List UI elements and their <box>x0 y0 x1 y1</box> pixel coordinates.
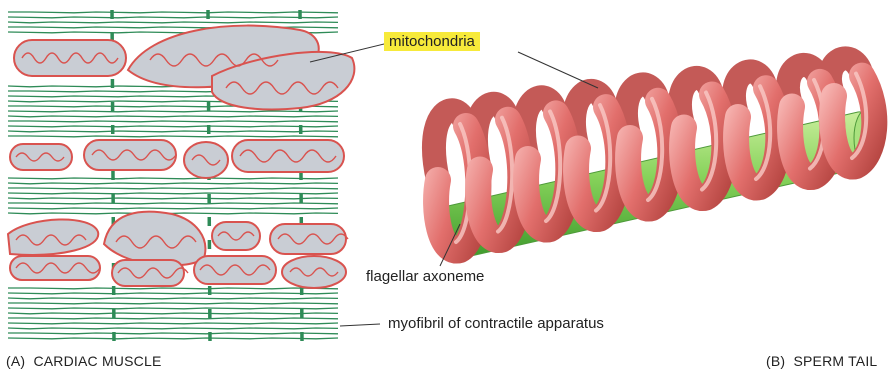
cardiac-mitochondrion <box>10 144 72 170</box>
myofibril-line <box>8 333 338 334</box>
myofibril-line <box>8 318 338 319</box>
panel-b-caption: (B) SPERM TAIL <box>766 353 877 369</box>
myofibril-line <box>8 116 338 117</box>
panel-b-letter: (B) <box>766 353 785 369</box>
panel-b-title: SPERM TAIL <box>793 353 877 369</box>
myofibril-line <box>8 298 338 299</box>
sperm-tail <box>434 58 879 258</box>
myofibril-line <box>8 17 338 18</box>
myofibril-line <box>8 208 338 209</box>
myofibril-line <box>8 136 338 137</box>
myofibril-line <box>8 308 338 309</box>
cardiac-mitochondrion <box>194 256 276 284</box>
panel-a-letter: (A) <box>6 353 25 369</box>
myofibril-line <box>8 338 338 339</box>
myofibril-line <box>8 323 338 324</box>
myofibril-line <box>8 328 338 329</box>
myofibril-line <box>8 288 338 289</box>
myofibril-line <box>8 22 338 23</box>
myofibril-line <box>8 203 338 204</box>
cardiac-mitochondrion <box>212 222 260 250</box>
cardiac-mitochondrion <box>8 219 98 254</box>
myofibril-line <box>8 126 338 127</box>
myofibril-line <box>8 313 338 314</box>
cardiac-mitochondria <box>8 26 354 288</box>
mitochondria-label: mitochondria <box>384 33 480 50</box>
panel-a-caption: (A) CARDIAC MUSCLE <box>6 353 162 369</box>
myofibril-line <box>8 12 338 13</box>
pointer-mito-b <box>518 52 598 88</box>
myofibril-line <box>8 178 338 179</box>
myofibril-line <box>8 188 338 189</box>
flagellar-axoneme-label: flagellar axoneme <box>366 268 484 285</box>
myofibril-line <box>8 121 338 122</box>
myofibril-line <box>8 303 338 304</box>
myofibril-line <box>8 293 338 294</box>
myofibril-line <box>8 111 338 112</box>
myofibril-line <box>8 193 338 194</box>
myofibril-line <box>8 183 338 184</box>
myofibril-label: myofibril of contractile apparatus <box>388 315 604 332</box>
pointer-myofibril <box>340 324 380 326</box>
myofibril-line <box>8 131 338 132</box>
panel-a-title: CARDIAC MUSCLE <box>33 353 161 369</box>
myofibril-line <box>8 198 338 199</box>
mitochondria-label-text: mitochondria <box>384 32 480 51</box>
